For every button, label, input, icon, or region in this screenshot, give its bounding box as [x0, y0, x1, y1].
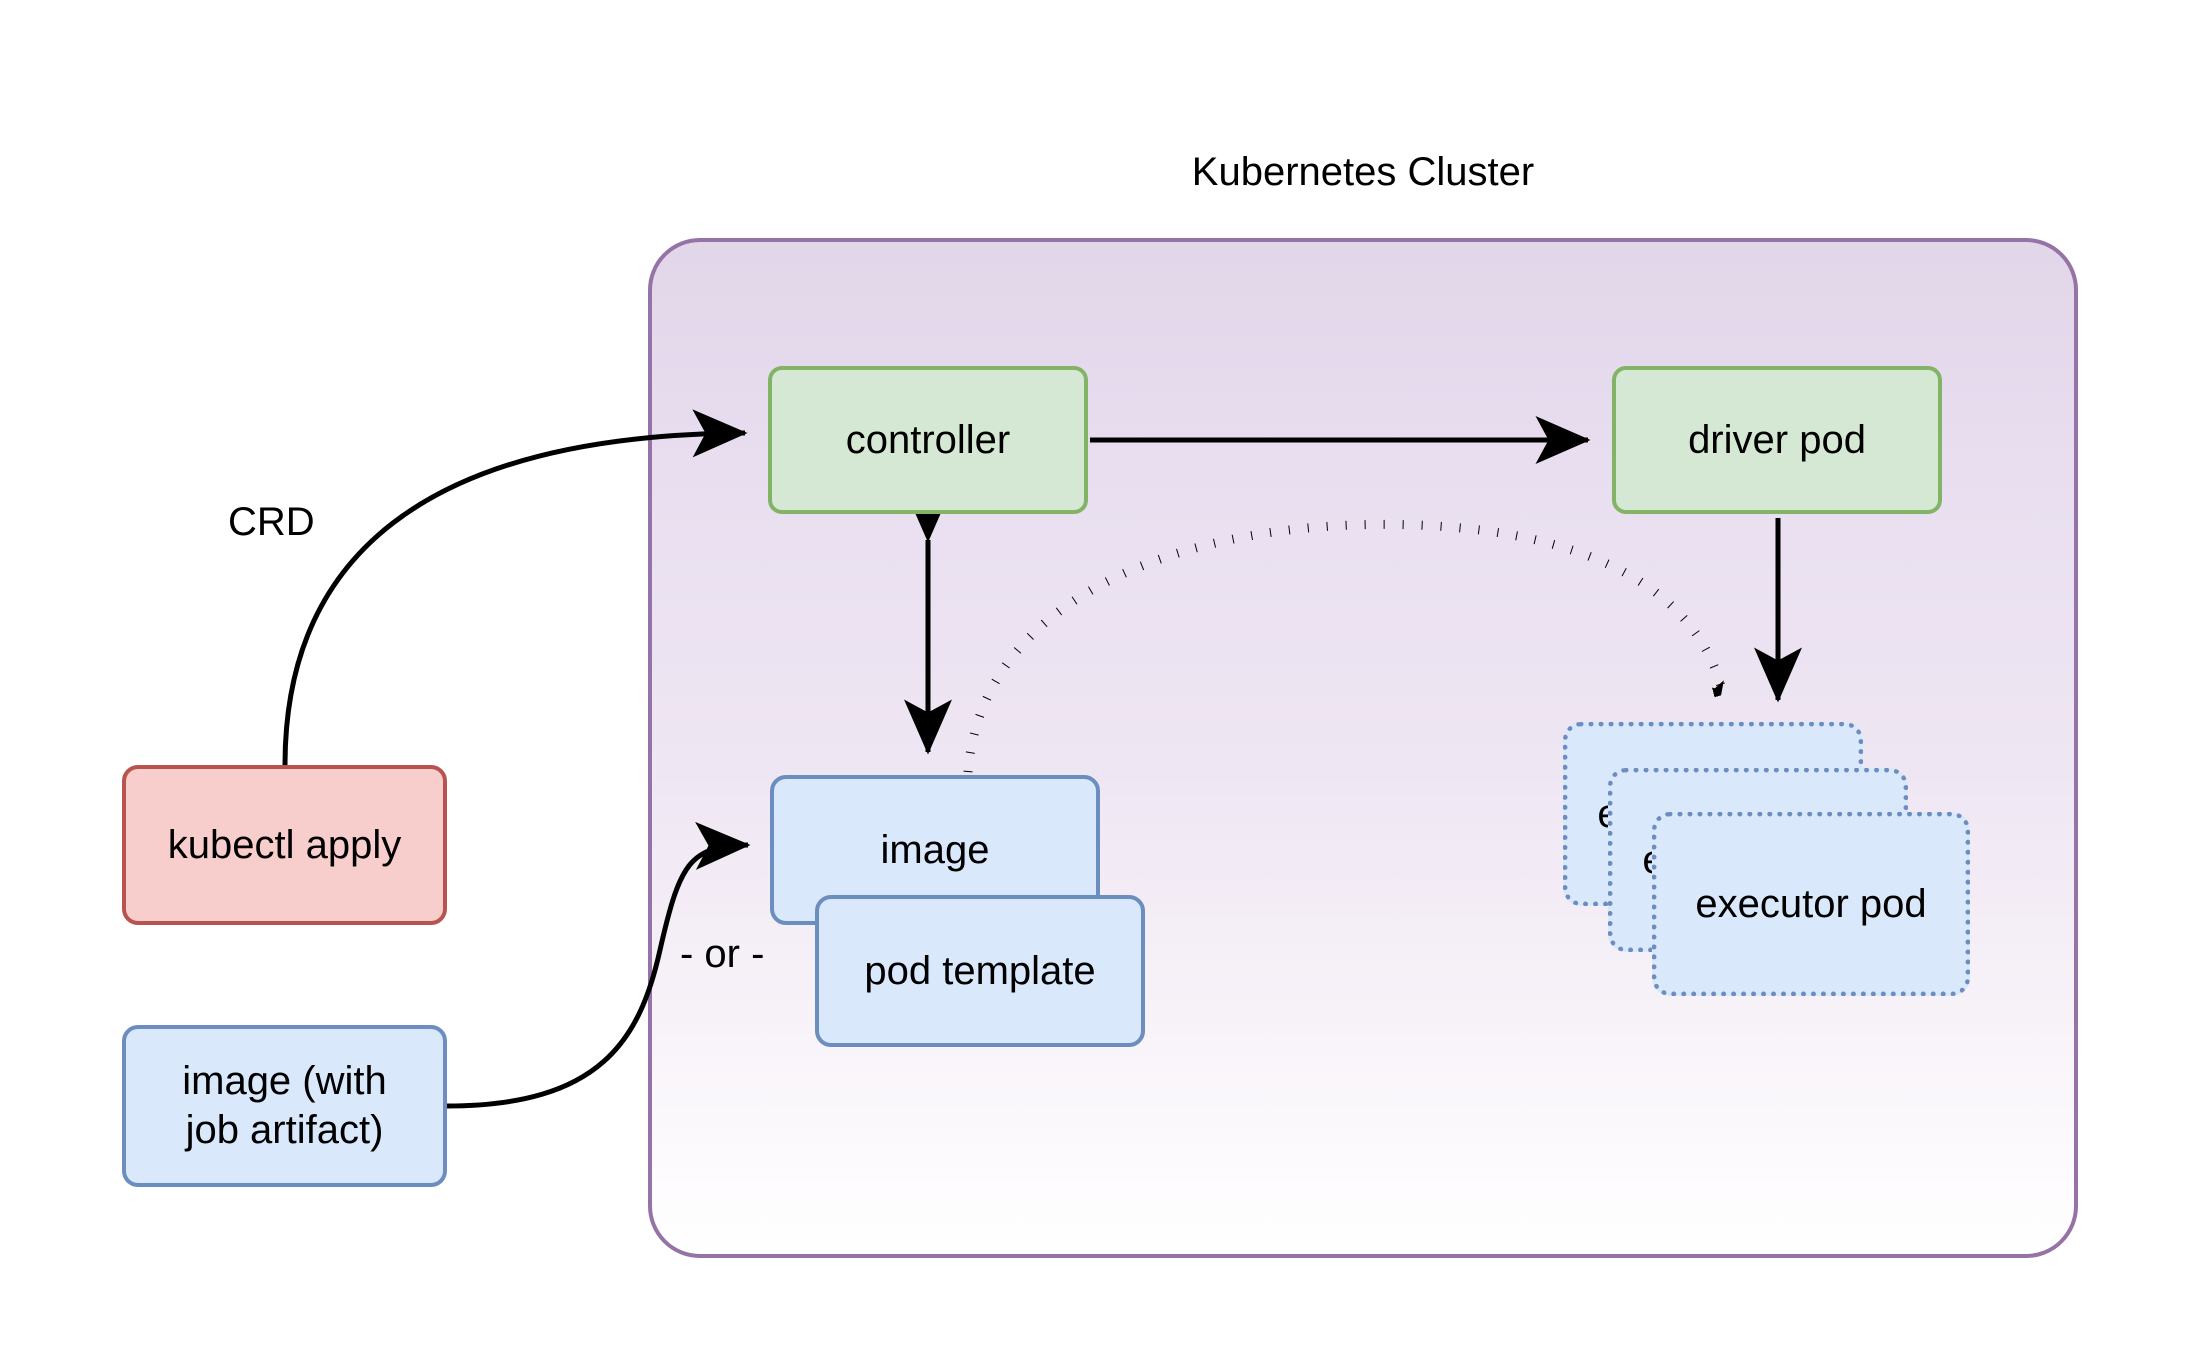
node-driver-pod[interactable]: driver pod	[1612, 366, 1942, 514]
node-controller[interactable]: controller	[768, 366, 1088, 514]
node-controller-label: controller	[845, 417, 1011, 462]
edge-label-crd: CRD	[228, 500, 315, 544]
node-driver-pod-label: driver pod	[1688, 417, 1866, 462]
node-pod-template-label: pod template	[864, 948, 1096, 993]
node-pod-template[interactable]: pod template	[815, 895, 1145, 1047]
node-executor-pod-front-label: executor pod	[1695, 881, 1927, 926]
node-image-with-job-artifact-label: image (with job artifact)	[182, 1059, 387, 1152]
node-image-label: image	[880, 827, 990, 872]
node-kubectl-apply-label: kubectl apply	[167, 822, 402, 867]
node-executor-pod-front[interactable]: executor pod	[1652, 812, 1970, 996]
node-kubectl-apply[interactable]: kubectl apply	[122, 765, 447, 925]
edge-label-or: - or -	[680, 932, 765, 976]
node-image-with-job-artifact[interactable]: image (with job artifact)	[122, 1025, 447, 1187]
cluster-title: Kubernetes Cluster	[1191, 150, 1535, 194]
